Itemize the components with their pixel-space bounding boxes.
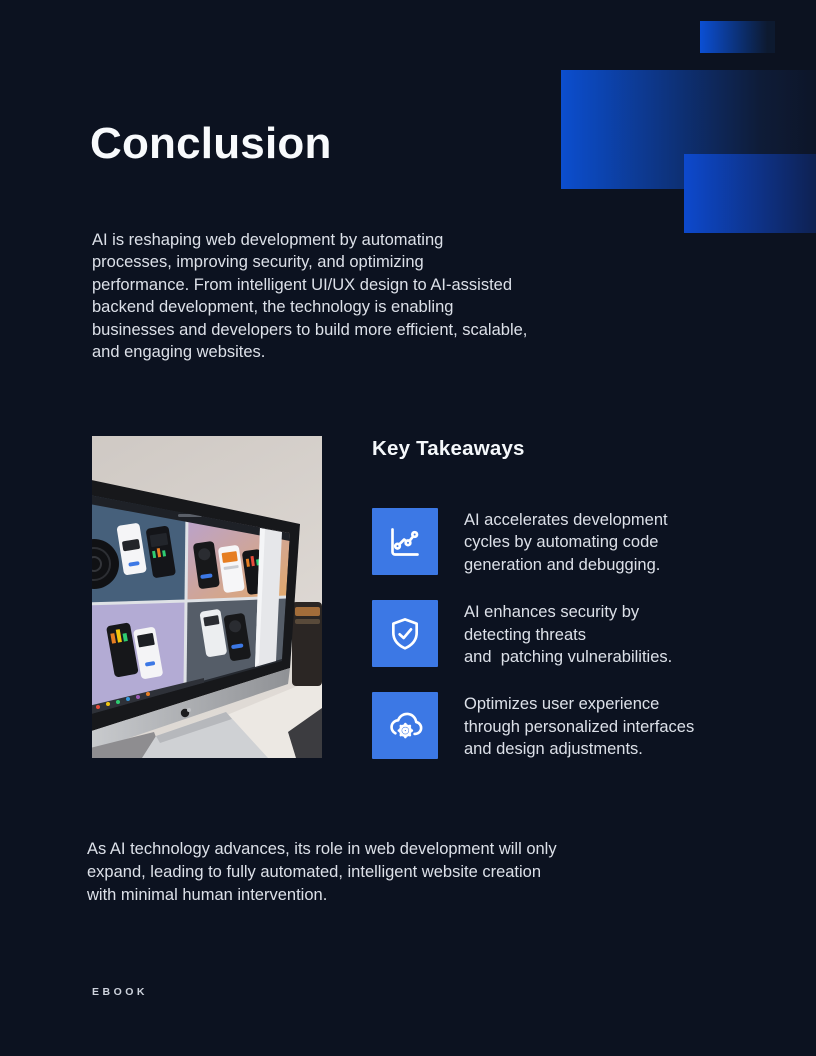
intro-paragraph: AI is reshaping web development by autom… [92, 231, 528, 362]
takeaway-text: Optimizes user experience through person… [464, 695, 695, 759]
monitor-photo [92, 436, 322, 758]
cloud-gear-icon [372, 692, 438, 760]
shield-check-icon [372, 600, 438, 668]
monitor-stand [142, 712, 268, 758]
gradient-rectangle-medium [684, 154, 816, 233]
gradient-rectangle-small [700, 21, 775, 53]
ebook-footer-label: EBOOK [92, 986, 149, 998]
shadow [92, 732, 164, 758]
speaker [292, 602, 322, 686]
line-chart-icon [372, 508, 438, 575]
monitor-screen [92, 494, 290, 716]
takeaway-item-ux: Optimizes user experience through person… [372, 692, 752, 760]
outro-paragraph: As AI technology advances, its role in w… [87, 840, 557, 904]
desk-mat [288, 708, 322, 758]
takeaway-item-security: AI enhances security by detecting threat… [372, 600, 752, 668]
apple-logo [180, 708, 191, 718]
takeaway-item-development: AI accelerates development cycles by aut… [372, 508, 752, 576]
stand-shading [156, 712, 232, 743]
key-takeaways-heading: Key Takeaways [372, 437, 525, 460]
monitor-photo-illustration [92, 436, 322, 758]
takeaways-list: AI accelerates development cycles by aut… [372, 508, 752, 785]
monitor-chin [92, 668, 290, 751]
takeaway-text: AI accelerates development cycles by aut… [464, 511, 668, 574]
page-title: Conclusion [90, 119, 332, 168]
takeaway-text: AI enhances security by detecting threat… [464, 603, 673, 667]
